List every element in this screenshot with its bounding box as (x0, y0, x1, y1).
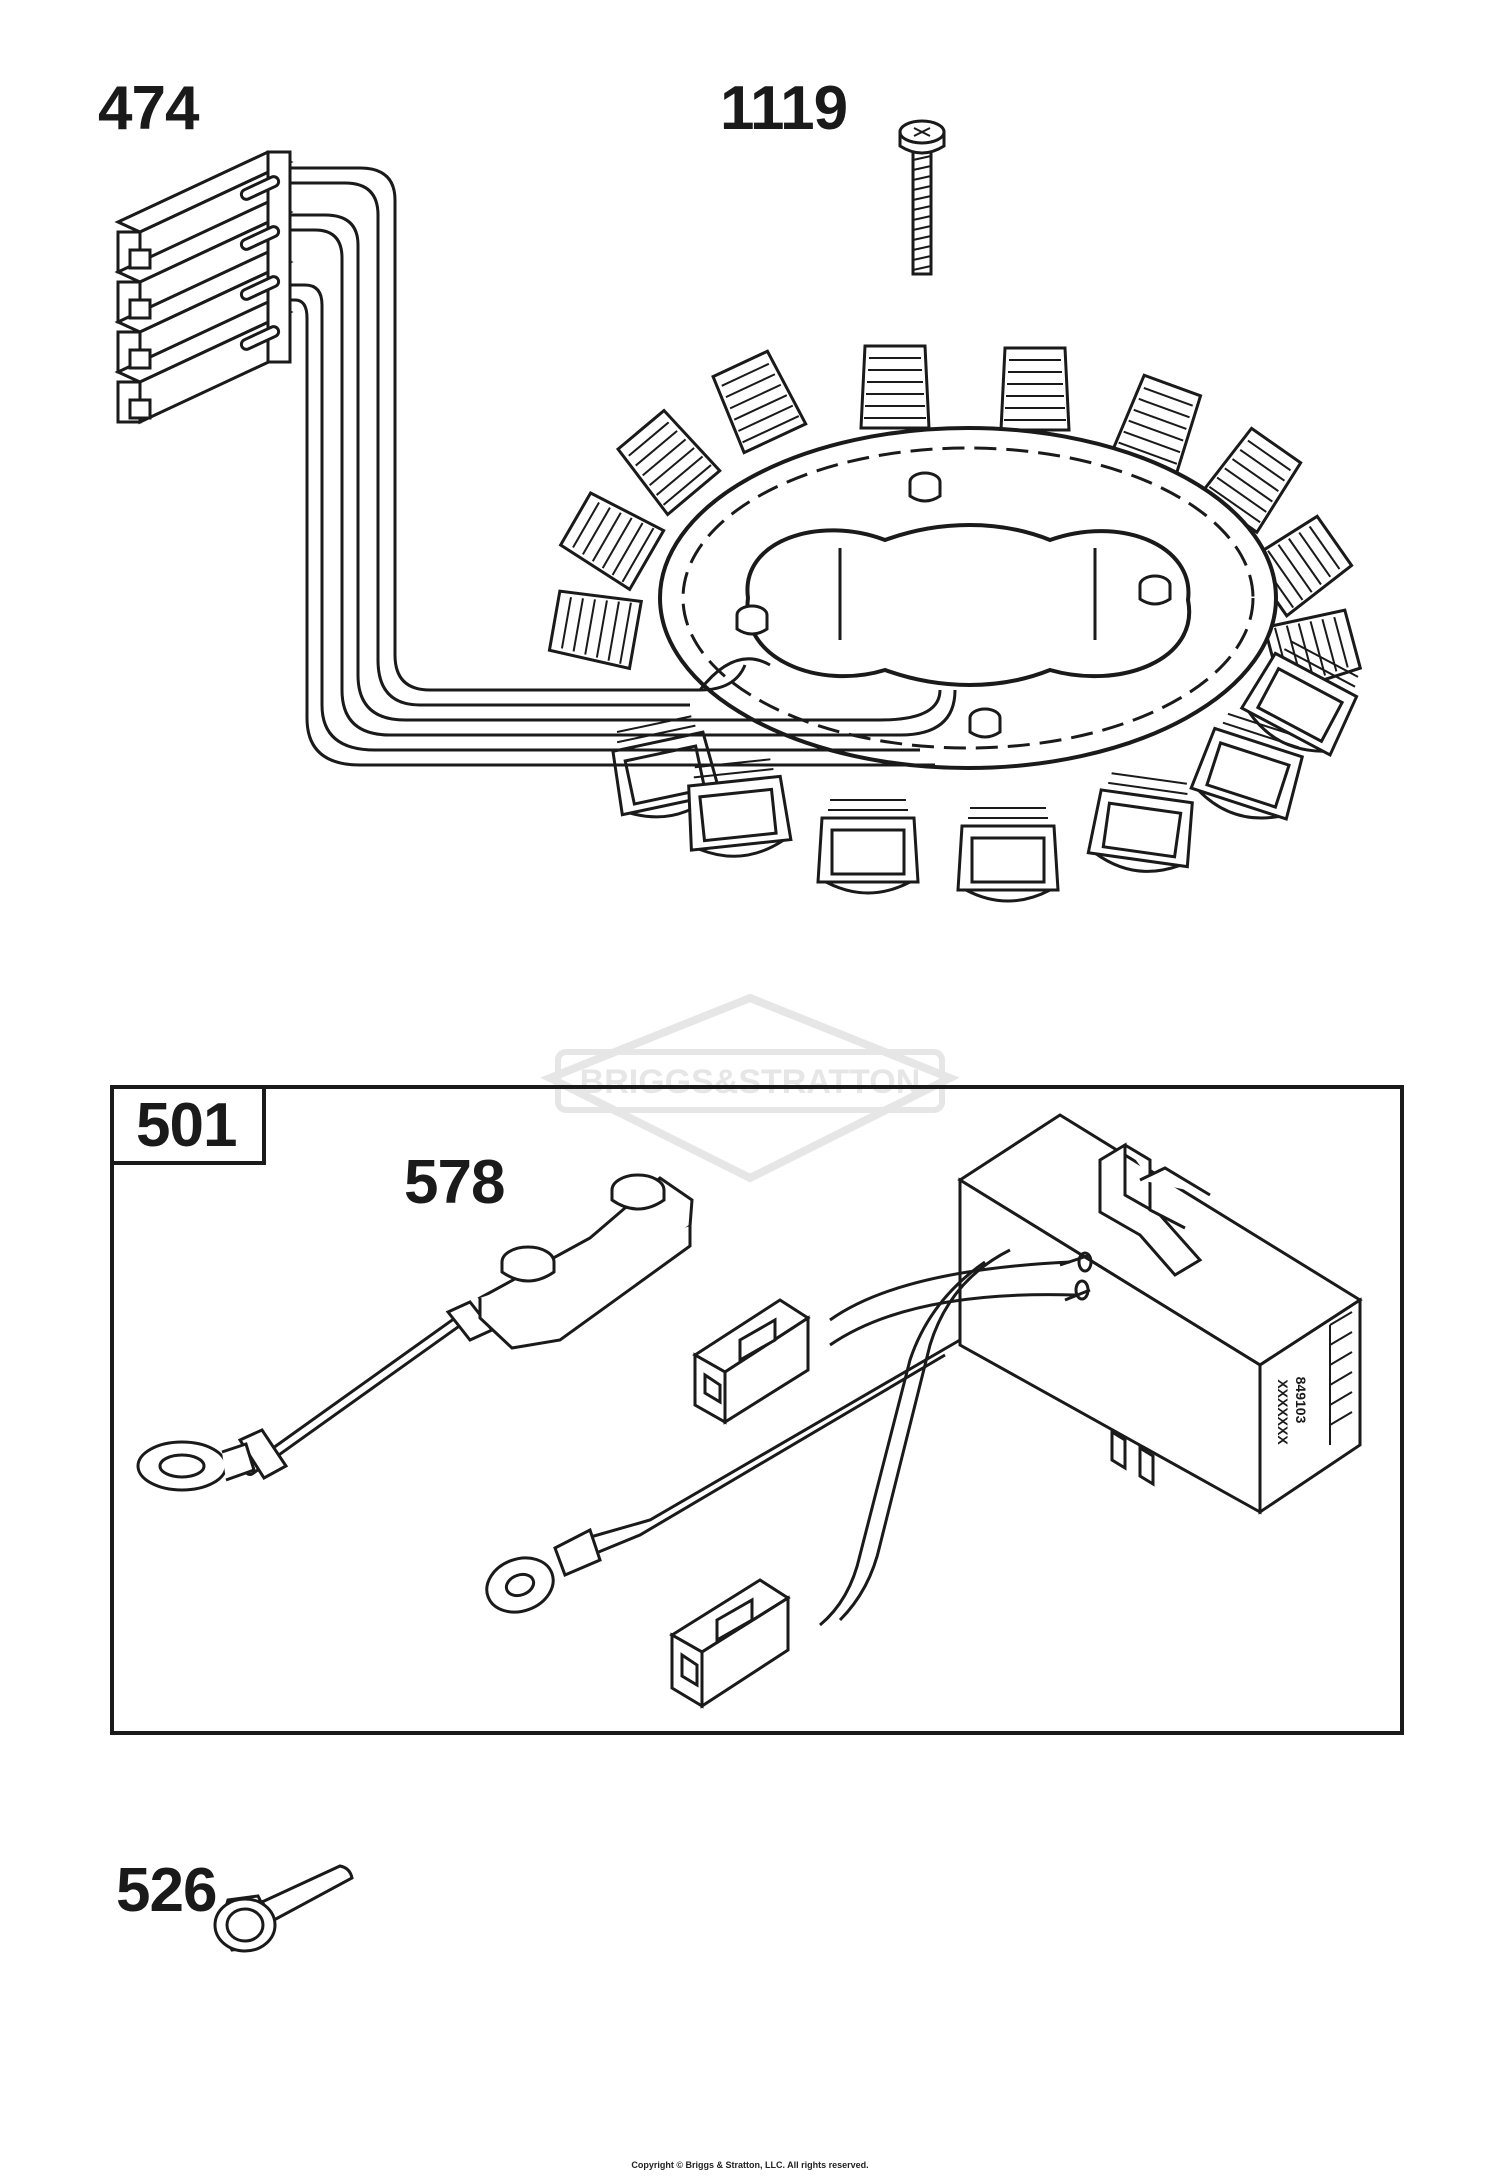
module-part-number: 849103 (1293, 1377, 1309, 1424)
callout-1119: 1119 (720, 74, 848, 143)
callout-578: 578 (404, 1148, 505, 1217)
kit-501-frame: 501 (110, 1085, 1404, 1735)
ground-strap-578-illustration (136, 1173, 694, 1492)
kit-501-tab: 501 (114, 1089, 266, 1165)
screw-1119-illustration (898, 119, 946, 276)
regulator-501-illustration: 849103 XXXXXXX (485, 1113, 1363, 1709)
watermark-logo: BRIGGS&STRATTON (540, 993, 960, 1183)
watermark-brand: BRIGGS&STRATTON (580, 1063, 921, 1101)
callout-474: 474 (98, 74, 199, 143)
callout-526: 526 (116, 1856, 217, 1925)
callout-501: 501 (136, 1091, 237, 1160)
stator-474-illustration (114, 150, 1371, 903)
bolt-526-illustration (213, 1864, 354, 1953)
copyright-notice: Copyright © Briggs & Stratton, LLC. All … (631, 2160, 869, 2170)
module-serial-code: XXXXXXX (1275, 1379, 1291, 1445)
